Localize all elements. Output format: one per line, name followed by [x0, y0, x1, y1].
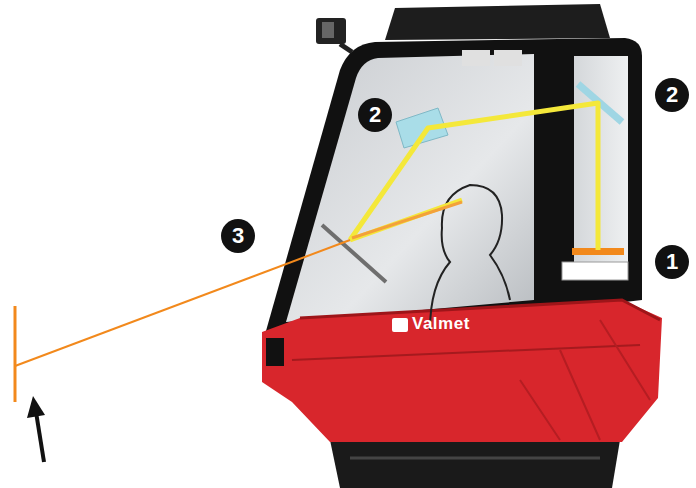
callout-number: 3: [221, 219, 255, 253]
logo-mark: [392, 318, 408, 332]
roof-vent: [462, 50, 490, 66]
work-lamp: [316, 18, 346, 44]
lamp-bracket: [340, 44, 352, 52]
target-marker: [14, 306, 17, 402]
front-light: [266, 338, 284, 366]
cab-frame: [262, 38, 642, 345]
body-shading: [520, 320, 650, 440]
arrow-head: [27, 396, 45, 418]
light-path: [350, 200, 462, 240]
track-line: [350, 457, 600, 460]
roof-unit: [385, 4, 610, 40]
sight-line: [352, 202, 462, 238]
cab-body: [262, 300, 662, 442]
body-crease: [292, 345, 640, 360]
pointer-arrow: [36, 412, 44, 462]
rear-window: [574, 56, 628, 262]
sensor-housing: [562, 262, 628, 280]
lamp-lens: [322, 22, 334, 38]
callout-number: 1: [655, 245, 689, 279]
body-edge: [300, 300, 660, 320]
callout-number: 2: [655, 78, 689, 112]
callout-number: 2: [358, 98, 392, 132]
cab-glass: [286, 54, 534, 322]
track: [330, 440, 620, 488]
sight-line: [15, 240, 350, 366]
roof-vent: [494, 50, 522, 66]
brand-logo: Valmet: [412, 314, 470, 334]
